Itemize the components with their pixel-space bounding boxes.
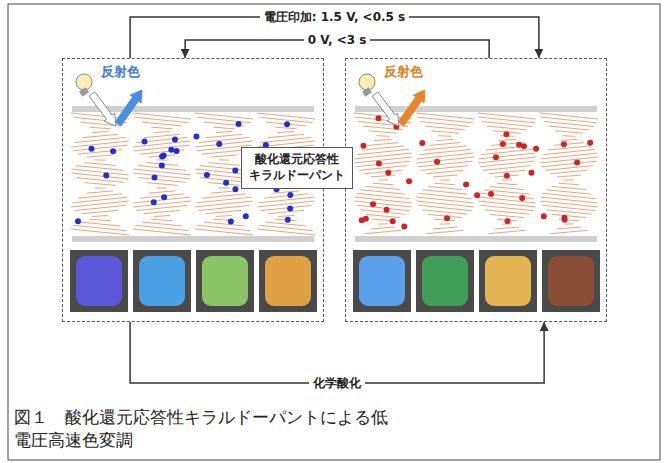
dopant-dot: [151, 199, 157, 205]
figure-frame: [8, 4, 660, 460]
light-bulb: [359, 74, 375, 90]
light-bulb: [76, 74, 92, 90]
photo-frame: [416, 250, 474, 312]
dopant-dot: [493, 154, 499, 160]
edge-label: 0 V, <3 s: [304, 33, 371, 47]
dopant-dot: [503, 131, 509, 137]
dopant-dot: [474, 192, 480, 198]
dopant-dot: [533, 146, 539, 152]
dopant-dot: [500, 141, 506, 147]
dopant-dot: [390, 218, 396, 224]
dopant-dot: [504, 173, 510, 179]
reflection-label: 反射色: [99, 63, 142, 81]
dopant-dot: [172, 137, 178, 143]
dopant-dot: [463, 181, 469, 187]
cell-illustration: [353, 74, 600, 312]
photo-frame: [259, 250, 317, 312]
dopant-dot: [528, 170, 534, 176]
dopant-dot: [284, 121, 290, 127]
dopant-dot: [376, 161, 382, 167]
dopant-dot: [401, 223, 407, 229]
dopant-dot: [236, 121, 242, 127]
dopant-dot: [488, 191, 494, 197]
dopant-dot: [216, 141, 222, 147]
edge-label: 電圧印加: 1.5 V, <0.5 s: [260, 9, 410, 26]
bulb-base: [79, 87, 89, 97]
dopant-dot: [574, 159, 580, 165]
dopant-dot: [516, 142, 522, 148]
dopant-dot: [232, 186, 238, 192]
color-swatch-photo: [265, 256, 311, 306]
color-swatch-photo: [548, 256, 594, 306]
reflection-label: 反射色: [382, 63, 425, 81]
dopant-dot: [519, 195, 525, 201]
reflected-light: [398, 90, 425, 126]
dopant-dot: [174, 148, 180, 154]
dopant-dot: [363, 216, 369, 222]
glass-plate: [72, 236, 314, 242]
dopant-dot: [151, 175, 157, 181]
dopant-dot: [444, 215, 450, 221]
dopant-dot: [434, 159, 440, 165]
dopant-dot: [142, 139, 148, 145]
dopant-dot: [193, 134, 199, 140]
cell-panel: 反射色: [345, 58, 607, 322]
dopant-dot: [375, 115, 381, 121]
photo-frame: [196, 250, 254, 312]
callout-text: 酸化還元応答性 キラルドーパント: [248, 152, 346, 183]
dopant-dot: [110, 148, 116, 154]
color-swatch-photo: [202, 256, 248, 306]
edge-label: 化学酸化: [309, 375, 365, 392]
dopant-dot: [419, 140, 425, 146]
color-swatch-photo: [359, 256, 405, 306]
cell-illustration: [70, 74, 317, 312]
figure-caption: 図１ 酸化還元応答性キラルドーパントによる低 電圧高速色変調: [14, 406, 406, 452]
dopant-dot: [228, 219, 234, 225]
color-swatch-photo: [485, 256, 531, 306]
dopant-dot: [384, 207, 390, 213]
photo-frame: [542, 250, 600, 312]
callout-box: 酸化還元応答性 キラルドーパント: [241, 147, 353, 188]
dopant-dot: [159, 154, 165, 160]
dopant-dot: [88, 146, 94, 152]
incident-light: [89, 92, 116, 126]
dopant-dot: [168, 147, 174, 153]
photo-frame: [353, 250, 411, 312]
glass-plate: [355, 236, 597, 242]
reflected-light: [115, 90, 142, 126]
bulb-base: [362, 87, 372, 97]
dopant-dot: [285, 217, 291, 223]
dopant-dot: [232, 167, 238, 173]
photo-frame: [479, 250, 537, 312]
dopant-dot: [243, 213, 249, 219]
dopant-dot: [561, 141, 567, 147]
dopant-dot: [406, 178, 412, 184]
photo-frame: [70, 250, 128, 312]
dopant-dot: [370, 201, 376, 207]
helix-rods: [354, 113, 598, 234]
dopant-dot: [159, 162, 165, 168]
photo-frame: [133, 250, 191, 312]
dopant-dot: [385, 170, 391, 176]
cell-panel: 反射色: [62, 58, 324, 322]
dopant-dot: [103, 172, 109, 178]
incident-light: [372, 92, 399, 126]
color-swatch-photo: [76, 256, 122, 306]
dopant-dot: [587, 140, 593, 146]
color-swatch-photo: [422, 256, 468, 306]
dopant-dot: [223, 180, 229, 186]
dopant-dot: [204, 172, 210, 178]
dopant-dot: [287, 192, 293, 198]
dopant-dot: [360, 143, 366, 149]
dopant-dot: [541, 213, 547, 219]
dopant-dot: [161, 194, 167, 200]
dopant-dot: [75, 218, 81, 224]
dopant-dot: [562, 217, 568, 223]
color-swatch-photo: [139, 256, 185, 306]
dopant-dot: [287, 205, 293, 211]
dopant-dot: [504, 218, 510, 224]
